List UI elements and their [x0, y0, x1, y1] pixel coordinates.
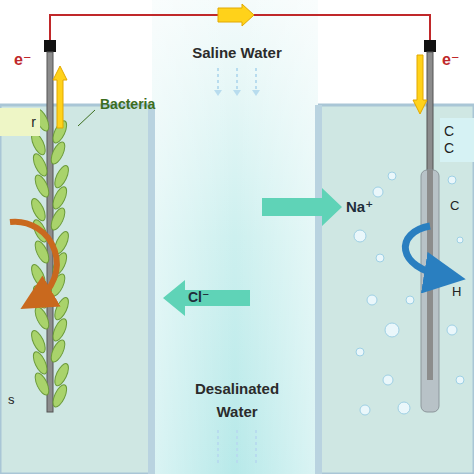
bacterium	[32, 173, 51, 199]
gas-bubble	[406, 296, 414, 304]
bacterium	[50, 383, 69, 409]
electron-label: e⁻	[442, 50, 459, 69]
species-label: s	[8, 392, 15, 407]
bacterium	[29, 197, 48, 223]
gas-bubble	[385, 323, 399, 337]
ion-label: Cl⁻	[188, 289, 209, 305]
chamber-text: C	[444, 123, 454, 140]
gas-bubble	[356, 348, 364, 356]
bacterium	[52, 164, 71, 190]
bacteria-label: Bacteria	[100, 96, 155, 112]
gas-bubble	[398, 402, 410, 414]
bacterium	[50, 317, 69, 343]
gas-bubble	[383, 375, 393, 385]
gas-bubble	[367, 295, 377, 305]
gas-bubble	[456, 376, 464, 384]
chamber-tag: r	[0, 108, 40, 136]
stream-label: Desalinated Water	[182, 378, 292, 423]
gas-bubble	[457, 237, 463, 243]
bacterium	[52, 296, 71, 322]
stream-label: Saline Water	[192, 44, 281, 61]
bacterium	[50, 185, 69, 211]
gas-bubble	[447, 325, 457, 335]
chamber-tag: CC	[440, 118, 474, 162]
bacterium	[32, 305, 51, 331]
bacterium	[29, 329, 48, 355]
gas-bubble	[388, 172, 396, 180]
bacterium	[48, 338, 67, 364]
bacterium	[29, 263, 48, 289]
bacterium	[48, 206, 67, 232]
gas-bubble	[376, 254, 384, 262]
bacterium	[48, 140, 67, 166]
chamber-text: C	[444, 140, 454, 157]
species-label: C	[450, 198, 459, 213]
species-label: H	[452, 284, 461, 299]
electron-label: e⁻	[14, 50, 31, 69]
ion-label: Na⁺	[346, 198, 373, 216]
chamber-text: r	[31, 114, 36, 131]
bacterium	[32, 371, 51, 397]
gas-bubble	[373, 187, 383, 197]
gas-bubble	[354, 230, 366, 242]
bacterium	[31, 152, 50, 178]
gas-bubble	[448, 176, 456, 184]
bacterium	[52, 362, 71, 388]
bacterium	[31, 350, 50, 376]
gas-bubble	[360, 405, 370, 415]
